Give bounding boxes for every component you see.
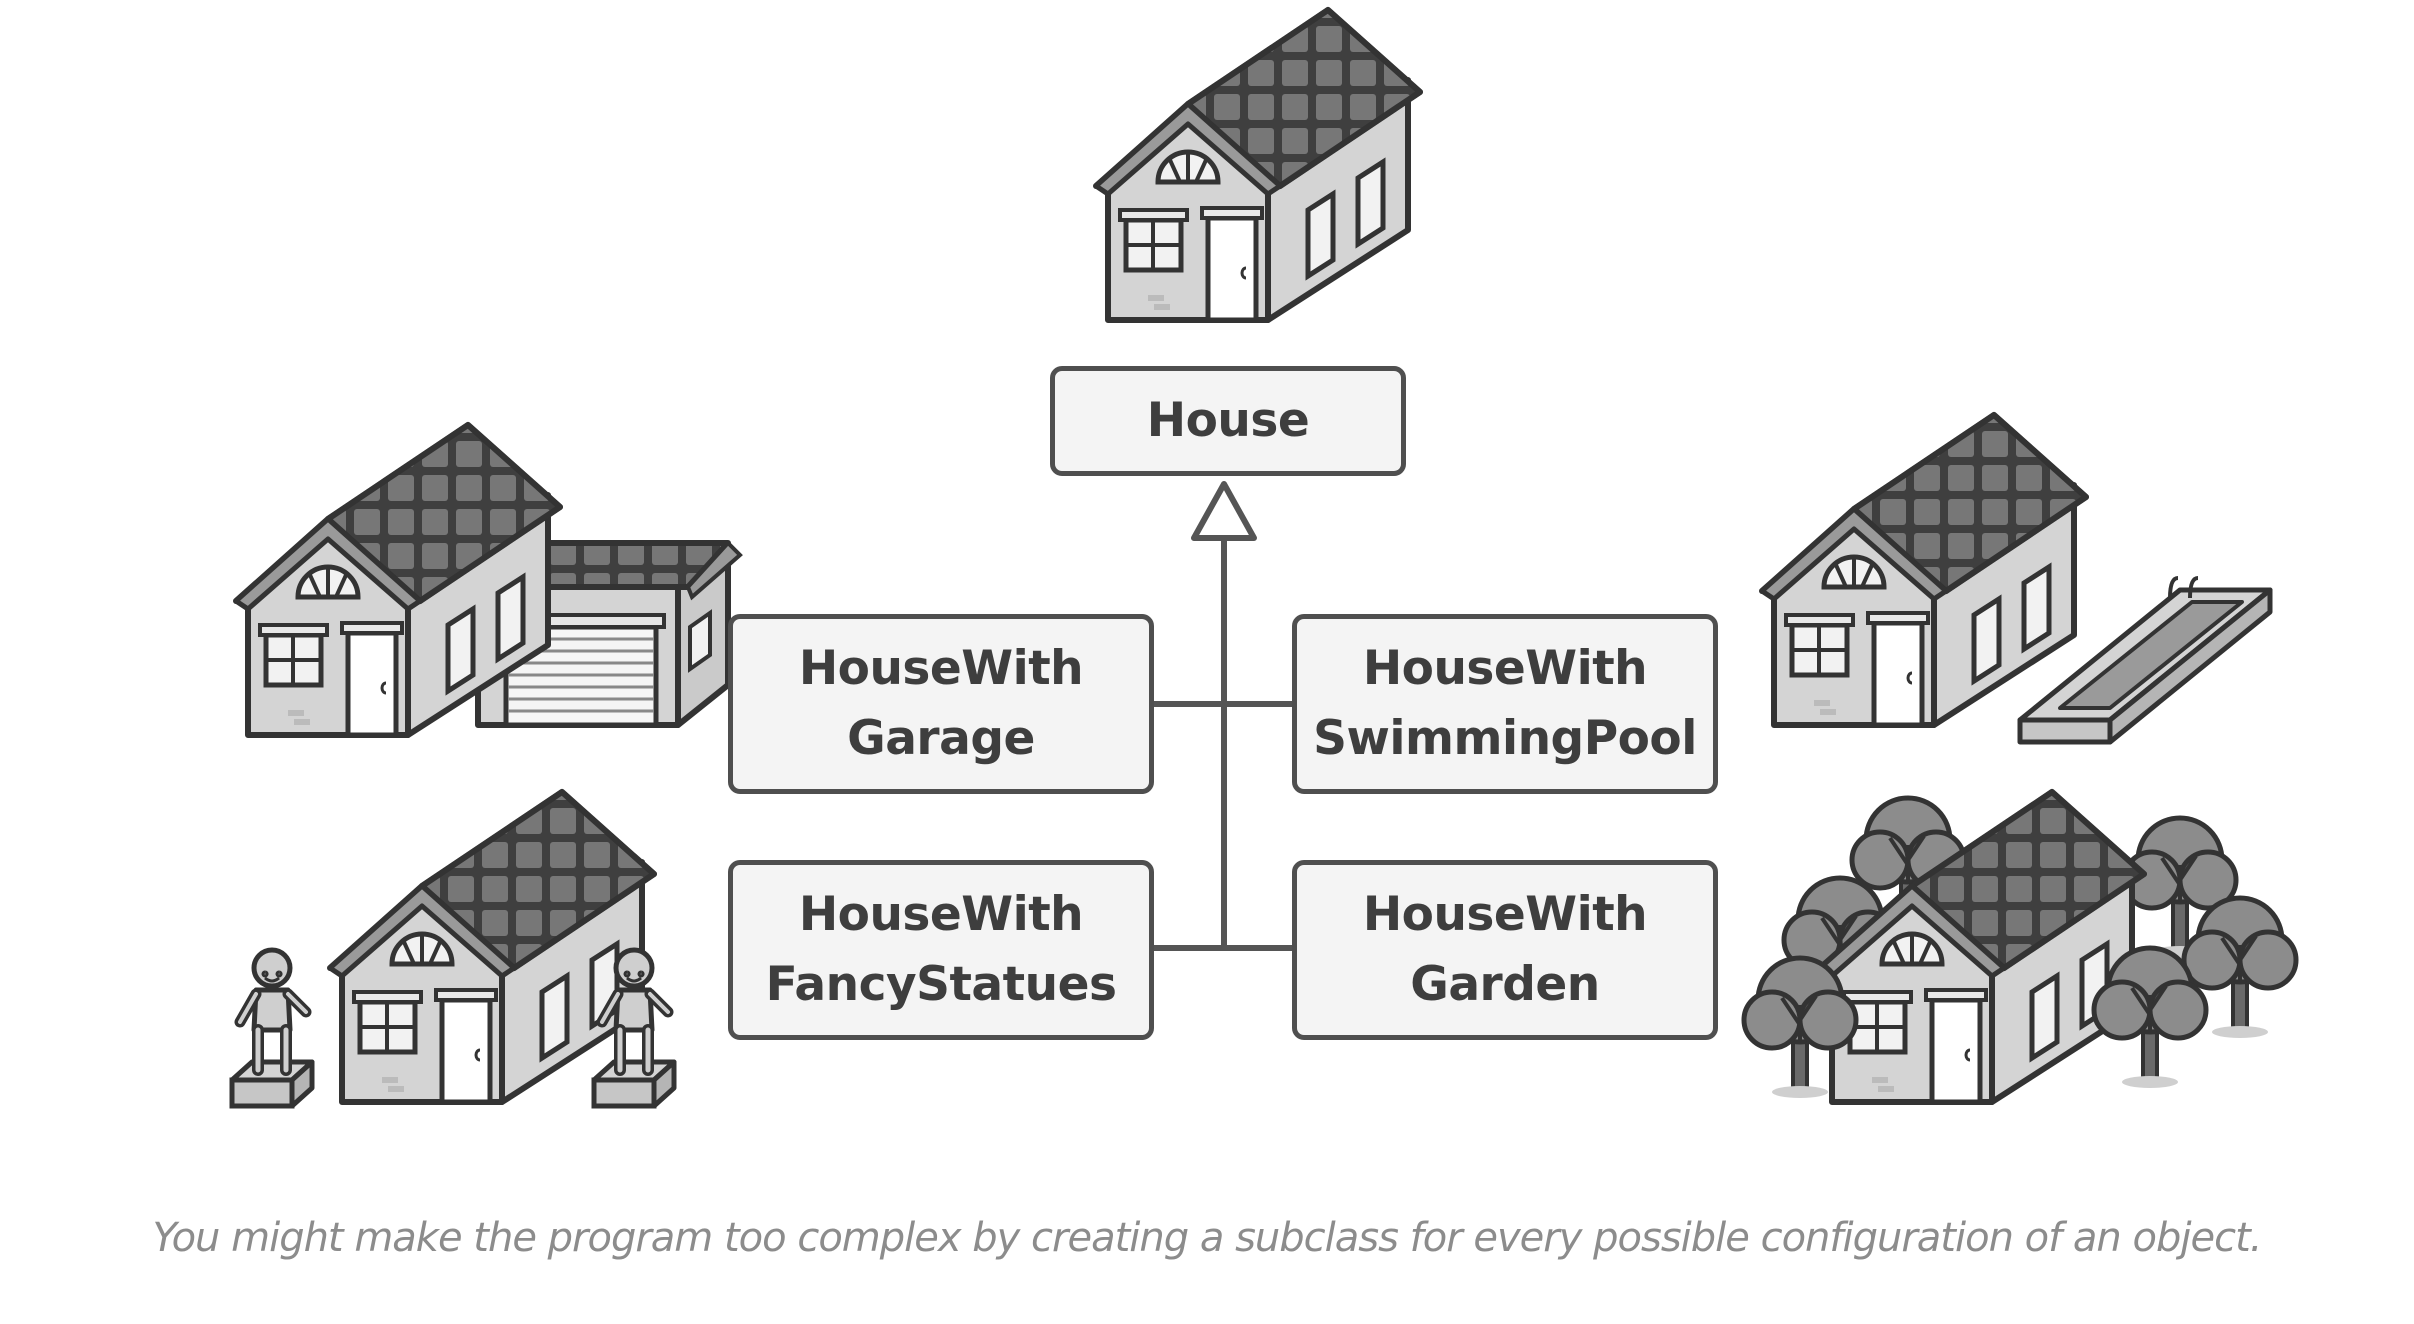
class-box-house: House (1050, 366, 1406, 476)
class-box-house-with-swimming-pool: HouseWith SwimmingPool (1292, 614, 1718, 794)
class-name-line2: Garage (847, 711, 1035, 766)
class-name-line1: HouseWith (1362, 641, 1648, 696)
class-name-line1: HouseWith (798, 887, 1084, 942)
figure-caption: You might make the program too complex b… (152, 1215, 2263, 1261)
class-name-line1: HouseWith (798, 641, 1084, 696)
class-box-house-with-garden: HouseWith Garden (1292, 860, 1718, 1040)
class-name-line1: HouseWith (1362, 887, 1648, 942)
inheritance-connectors (1152, 481, 1296, 951)
class-name-line2: SwimmingPool (1313, 711, 1697, 766)
house-with-pool-illustration (1762, 415, 2273, 745)
house-with-garage-illustration (236, 425, 743, 735)
class-name-line2: FancyStatues (765, 957, 1117, 1012)
class-box-house-with-fancy-statues: HouseWith FancyStatues (728, 860, 1154, 1040)
class-name-house: House (1146, 393, 1310, 448)
house-illustration (1096, 10, 1420, 320)
house-with-garden-illustration (1744, 792, 2296, 1102)
house-with-statues-illustration (232, 792, 674, 1106)
class-box-house-with-garage: HouseWith Garage (728, 614, 1154, 794)
inheritance-arrowhead (1191, 481, 1257, 541)
class-name-line2: Garden (1410, 957, 1600, 1012)
